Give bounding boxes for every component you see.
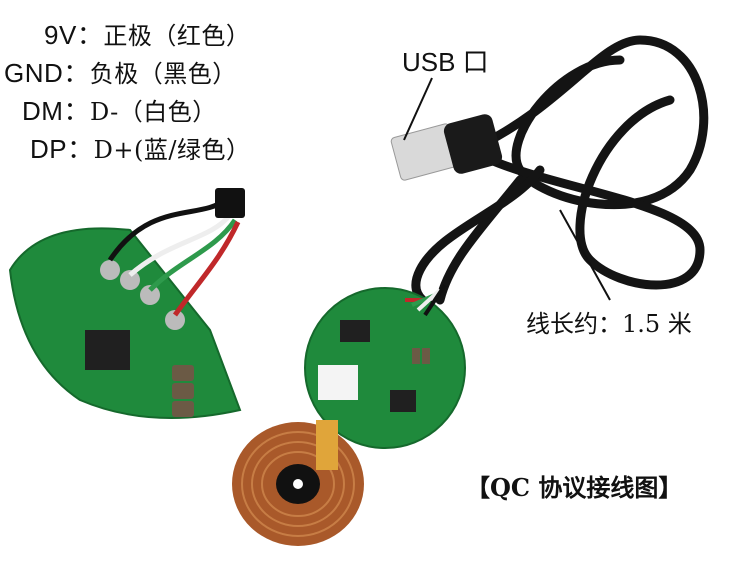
pin-separator: ： [63, 97, 90, 127]
diagram-caption: 【QC 协议接线图】 [466, 473, 683, 502]
usb-port-label: USB 口 [402, 47, 489, 77]
pin-description: D-（白色） [89, 98, 217, 126]
pin-label-gnd: GND：负极（黑色） [4, 58, 237, 89]
pin-label-dp: DP：D+(蓝/绿色） [30, 134, 250, 165]
pin-name: DP [30, 134, 68, 164]
pin-separator: ： [67, 135, 94, 165]
pin-description: 负极（黑色） [89, 60, 237, 88]
charging-coil [232, 420, 364, 546]
usb-plug [390, 114, 503, 181]
pin-description: D+(蓝/绿色） [93, 136, 251, 164]
pcb-wires [107, 188, 245, 317]
left-pcb-board [8, 227, 242, 419]
pin-name: DM [22, 96, 64, 126]
pin-name: 9V [44, 20, 77, 50]
round-pcb-board [304, 287, 466, 449]
round-pcb-wires [405, 283, 447, 317]
cable-pointer-line [559, 209, 611, 301]
pin-separator: ： [76, 21, 104, 51]
pin-description: 正极（红色） [103, 22, 251, 50]
usb-pointer-line [403, 77, 433, 141]
cable-length-label: 线长约：1.5 米 [526, 310, 692, 338]
pin-label-9v: 9V：正极（红色） [44, 20, 250, 51]
pin-label-dm: DM：D-（白色） [22, 96, 217, 127]
pin-name: GND [4, 58, 64, 88]
pin-separator: ： [63, 59, 90, 89]
